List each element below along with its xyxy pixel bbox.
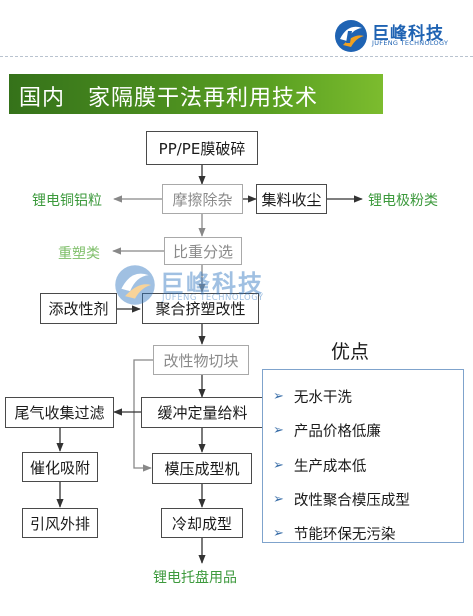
step-molding-machine: 模压成型机 <box>152 453 252 484</box>
watermark-logo: 巨峰科技 JUFENG TECHNOLOGY <box>114 262 314 312</box>
advantage-item: ➢ 产品价格低廉 <box>273 420 381 441</box>
logo-mark-icon <box>335 20 367 52</box>
advantage-text: 生产成本低 <box>293 459 367 475</box>
advantages-title: 优点 <box>331 341 370 363</box>
watermark-name: 巨峰科技 <box>160 270 264 298</box>
advantage-text: 改性聚合模压成型 <box>293 493 410 509</box>
step-additive: 添改性剂 <box>40 293 117 324</box>
advantage-text: 节能环保无污染 <box>293 527 396 543</box>
advantage-text: 产品价格低廉 <box>293 424 381 440</box>
advantage-item: ➢ 无水干洗 <box>273 386 352 407</box>
check-arrow-icon: ➢ <box>273 458 284 473</box>
check-arrow-icon: ➢ <box>273 423 284 438</box>
header-divider <box>0 56 473 57</box>
title-bar: 国内 家隔膜干法再利用技术 <box>9 74 383 114</box>
step-dust-collection: 集料收尘 <box>256 184 327 214</box>
output-copper-aluminum: 锂电铜铝粒 <box>32 193 102 209</box>
step-cutting: 改性物切块 <box>153 345 249 375</box>
logo-subtitle: JUFENG TECHNOLOGY <box>372 39 449 47</box>
output-electrode-powder: 锂电极粉类 <box>368 193 438 209</box>
step-tail-gas-filter: 尾气收集过滤 <box>5 397 114 428</box>
logo-name: 巨峰科技 <box>372 24 444 44</box>
step-catalytic-adsorption: 催化吸附 <box>22 452 98 482</box>
advantages-panel: ➢ 无水干洗 ➢ 产品价格低廉 ➢ 生产成本低 ➢ 改性聚合模压成型 ➢ 节能环保无污染 <box>262 369 464 543</box>
step-friction: 摩擦除杂 <box>162 184 243 214</box>
step-buffer-feeding: 缓冲定量给料 <box>141 397 264 428</box>
advantage-item: ➢ 节能环保无污染 <box>273 523 395 544</box>
output-plastic: 重塑类 <box>58 246 100 262</box>
advantage-text: 无水干洗 <box>293 390 352 406</box>
check-arrow-icon: ➢ <box>273 526 284 541</box>
advantage-item: ➢ 改性聚合模压成型 <box>273 489 410 510</box>
step-exhaust: 引风外排 <box>22 508 98 538</box>
step-crush: PP/PE膜破碎 <box>146 131 258 165</box>
watermark-logo-icon <box>115 265 155 305</box>
output-tray: 锂电托盘用品 <box>153 570 237 586</box>
advantage-item: ➢ 生产成本低 <box>273 455 366 476</box>
step-extrusion: 聚合挤塑改性 <box>142 293 259 324</box>
watermark-subtitle: JUFENG TECHNOLOGY <box>162 293 264 303</box>
step-gravity-separation: 比重分选 <box>164 237 242 265</box>
check-arrow-icon: ➢ <box>273 389 284 404</box>
page-title: 国内 家隔膜干法再利用技术 <box>19 86 319 111</box>
company-logo: 巨峰科技 JUFENG TECHNOLOGY <box>334 19 464 53</box>
step-cooling: 冷却成型 <box>161 508 243 538</box>
check-arrow-icon: ➢ <box>273 492 284 507</box>
